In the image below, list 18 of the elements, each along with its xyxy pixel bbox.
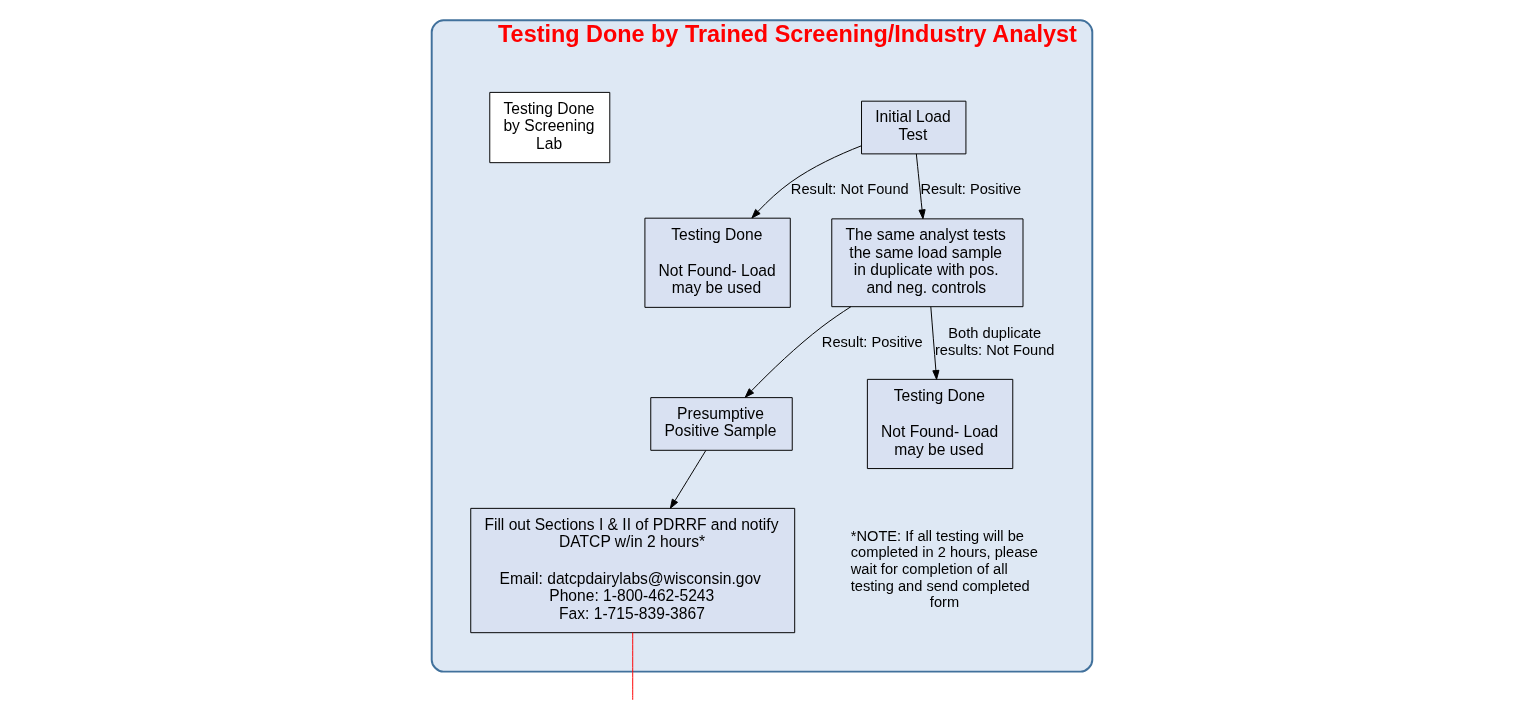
node-box: Testing Done by Screening Lab [488, 91, 610, 164]
edge-label: Result: Positive [919, 180, 1021, 197]
arrow [915, 153, 926, 220]
edge-label: Result: Not Found [790, 180, 909, 197]
node-box: The same analyst tests the same load sample in duplicate with pos. and neg. controls [830, 218, 1023, 308]
arrow [929, 306, 939, 380]
edge-label: Both duplicate results: Not Found [934, 325, 1054, 359]
node-box: Presumptive Positive Sample [649, 397, 793, 451]
connector [631, 632, 633, 701]
node-box: Initial Load Test [860, 100, 966, 155]
node-box: Testing Done Not Found- Load may be used [643, 217, 791, 308]
arrow [750, 145, 862, 219]
label: *NOTE: If all testing will be completed in 2 hours, please wait for completion of all testing and send completed form [850, 527, 1038, 611]
arrow [744, 306, 851, 398]
edge-label: Result: Positive [821, 333, 923, 350]
node-box: Fill out Sections I & II of PDRRF and notify DATCP w/in 2 hours* Email: datcpdairylabs@wisconsin.gov Phone: 1-800-462-5243 Fax: 1-715-839-3867 [469, 507, 795, 634]
node-box: Testing Done Not Found- Load may be used [866, 378, 1013, 470]
arrow [669, 449, 706, 509]
